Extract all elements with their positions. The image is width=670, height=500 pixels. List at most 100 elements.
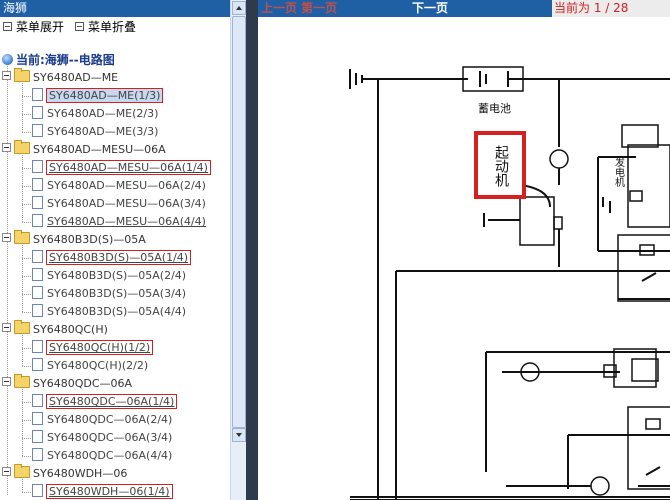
folder-icon <box>14 374 30 388</box>
tree-leaf-label: SY6480AD—MESU—06A(1/4) <box>46 160 211 175</box>
document-icon <box>32 160 43 173</box>
pane-splitter[interactable] <box>246 0 258 500</box>
tree-leaf-label: SY6480QC(H)(1/2) <box>45 340 154 355</box>
tree-leaf-label: SY6480B3D(S)—05A(1/4) <box>45 250 192 265</box>
battery-label: 蓄电池 <box>478 102 511 115</box>
tree-leaf-label: SY6480QDC—06A(2/4) <box>47 413 173 426</box>
document-icon <box>32 178 43 191</box>
document-icon <box>32 106 43 119</box>
expand-icon <box>3 22 12 31</box>
tree-scrollbar[interactable] <box>230 0 246 500</box>
collapse-toggle-icon[interactable] <box>2 323 11 332</box>
tree-folder[interactable]: SY6480QDC—06A <box>2 374 133 393</box>
tree-leaf[interactable]: SY6480B3D(S)—05A(3/4) <box>32 285 186 303</box>
document-icon <box>32 214 43 227</box>
tree-leaf[interactable]: SY6480WDH—06(1/4) <box>32 483 173 500</box>
tree-leaf[interactable]: SY6480AD—MESU—06A(4/4) <box>32 213 206 231</box>
tree-folder-label: SY6480AD—MESU—06A <box>33 143 166 156</box>
tree-leaf[interactable]: SY6480AD—MESU—06A(3/4) <box>32 195 206 213</box>
tree-branch-line <box>22 492 31 493</box>
tree-branch-line <box>22 420 31 421</box>
tree-leaf[interactable]: SY6480AD—ME(2/3) <box>32 105 158 123</box>
collapse-icon <box>75 22 84 31</box>
tree-branch-line <box>22 204 31 205</box>
tree-branch-line <box>22 402 31 403</box>
page-indicator: 当前为 1 / 28 <box>552 0 670 17</box>
tree-group-line <box>22 81 23 132</box>
tree-folder-label: SY6480QC(H) <box>33 323 108 336</box>
tree-folder[interactable]: SY6480AD—MESU—06A <box>2 140 166 159</box>
collapse-toggle-icon[interactable] <box>2 71 11 80</box>
collapse-toggle-icon[interactable] <box>2 233 11 242</box>
tree-leaf[interactable]: SY6480QDC—06A(3/4) <box>32 429 172 447</box>
tree-branch-line <box>22 186 31 187</box>
scroll-up-arrow-icon[interactable] <box>232 1 246 15</box>
tree-leaf[interactable]: SY6480QDC—06A(2/4) <box>32 411 172 429</box>
tree-folder-label: SY6480B3D(S)—05A <box>33 233 146 246</box>
document-icon <box>32 196 43 209</box>
folder-icon <box>14 68 30 82</box>
tree-leaf[interactable]: SY6480B3D(S)—05A(4/4) <box>32 303 186 321</box>
tree-group-line <box>22 243 23 312</box>
folder-icon <box>14 140 30 154</box>
tree-group-line <box>22 387 23 456</box>
tree-branch-line <box>22 168 31 169</box>
tree-root[interactable]: 当前:海狮--电路图 <box>2 52 115 68</box>
tree-leaf[interactable]: SY6480QC(H)(1/2) <box>32 339 154 357</box>
generator-label: 发电机 <box>613 156 625 188</box>
tree-leaf[interactable]: SY6480AD—MESU—06A(1/4) <box>32 159 211 177</box>
tree-folder[interactable]: SY6480AD—ME <box>2 68 118 87</box>
tree-folder[interactable]: SY6480B3D(S)—05A <box>2 230 146 249</box>
scroll-thumb[interactable] <box>232 16 246 428</box>
menu-collapse-button[interactable]: 菜单折叠 <box>75 19 136 35</box>
tree-leaf[interactable]: SY6480QC(H)(2/2) <box>32 357 148 375</box>
tree-leaf-label: SY6480QC(H)(2/2) <box>47 359 149 372</box>
tree-branch-line <box>22 222 31 223</box>
document-icon <box>32 340 43 353</box>
right-pane: 上一页 第一页 下一页 当前为 1 / 28 <box>258 0 670 500</box>
tree-leaf[interactable]: SY6480AD—MESU—06A(2/4) <box>32 177 206 195</box>
next-page-link[interactable]: 下一页 <box>412 1 449 15</box>
tree-branch-line <box>22 312 31 313</box>
tree-leaf-label: SY6480B3D(S)—05A(3/4) <box>47 287 187 300</box>
tree-leaf-label: SY6480WDH—06(1/4) <box>46 484 173 499</box>
collapse-toggle-icon[interactable] <box>2 377 11 386</box>
tree-folder-label: SY6480QDC—06A <box>33 377 133 390</box>
tree-folder[interactable]: SY6480WDH—06 <box>2 464 128 483</box>
document-icon <box>32 484 43 497</box>
tree-branch-line <box>22 348 31 349</box>
tree-branch-line <box>22 258 31 259</box>
tree-branch-line <box>22 366 31 367</box>
tree-leaf[interactable]: SY6480AD—ME(1/3) <box>32 87 164 105</box>
tree-folder[interactable]: SY6480QC(H) <box>2 320 108 339</box>
document-icon <box>32 250 43 263</box>
tree-leaf[interactable]: SY6480B3D(S)—05A(1/4) <box>32 249 192 267</box>
tree-branch-line <box>22 114 31 115</box>
tree-branch-line <box>22 132 31 133</box>
menu-bar: 菜单展开 菜单折叠 <box>0 19 228 35</box>
tree-leaf-label: SY6480AD—MESU—06A(4/4) <box>47 215 206 228</box>
tree-branch-line <box>22 276 31 277</box>
tree-leaf[interactable]: SY6480B3D(S)—05A(2/4) <box>32 267 186 285</box>
document-icon <box>32 358 43 371</box>
tree-leaf-label: SY6480AD—ME(1/3) <box>45 88 164 103</box>
tree-leaf-label: SY6480B3D(S)—05A(2/4) <box>47 269 187 282</box>
scroll-down-arrow-icon[interactable] <box>232 428 246 442</box>
document-icon <box>32 286 43 299</box>
globe-icon <box>2 54 13 65</box>
menu-expand-button[interactable]: 菜单展开 <box>3 19 64 35</box>
collapse-toggle-icon[interactable] <box>2 143 11 152</box>
tree-group-line <box>22 153 23 222</box>
tree-leaf[interactable]: SY6480QDC—06A(1/4) <box>32 393 178 411</box>
tree-leaf-label: SY6480QDC—06A(1/4) <box>45 394 178 409</box>
tree-leaf[interactable]: SY6480QDC—06A(4/4) <box>32 447 172 465</box>
tree-branch-line <box>22 438 31 439</box>
document-icon <box>32 412 43 425</box>
prev-page-link[interactable]: 上一页 第一页 <box>261 1 338 15</box>
starter-highlight <box>474 131 526 199</box>
document-icon <box>32 88 43 101</box>
tree-folder-label: SY6480WDH—06 <box>33 467 128 480</box>
circuit-diagram: 蓄电池 起动机 发电机 <box>349 66 670 500</box>
tree-leaf[interactable]: SY6480AD—ME(3/3) <box>32 123 158 141</box>
collapse-toggle-icon[interactable] <box>2 467 11 476</box>
